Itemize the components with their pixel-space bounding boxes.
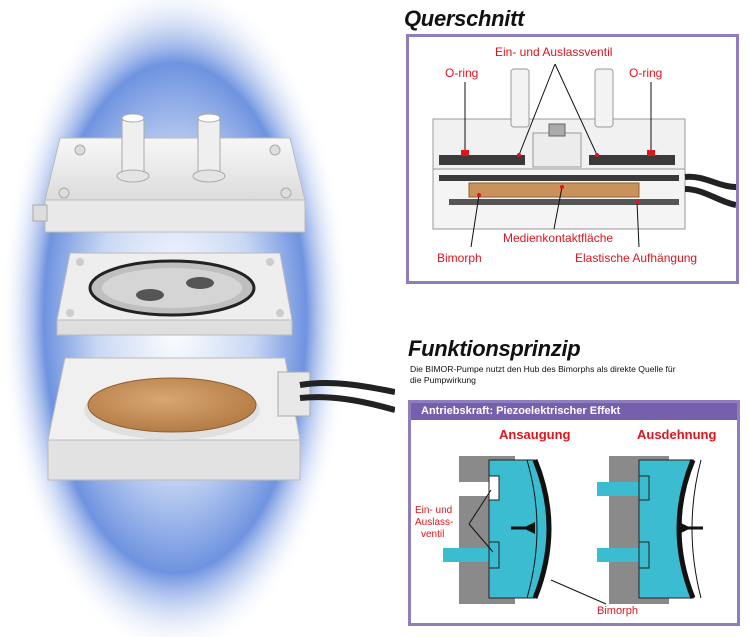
valve-label-3: ventil bbox=[421, 529, 445, 540]
valve-label-2: Auslass- bbox=[415, 517, 454, 528]
pump-bottom-housing bbox=[47, 357, 395, 481]
cross-section-frame: Ein- und Auslassventil O-ring O-ring Med… bbox=[406, 34, 739, 284]
function-frame: Antriebskraft: Piezoelektrischer Effekt bbox=[408, 400, 740, 626]
bimorph-label: Bimorph bbox=[437, 251, 482, 265]
suction-label: Ansaugung bbox=[499, 427, 571, 442]
function-diagram bbox=[443, 456, 707, 605]
exploded-pump-illustration bbox=[0, 0, 395, 637]
function-description-1: Die BIMOR-Pumpe nutzt den Hub des Bimorp… bbox=[410, 364, 676, 374]
oring-left-label: O-ring bbox=[445, 66, 479, 80]
function-title: Funktionsprinzip bbox=[408, 336, 581, 361]
valve-label: Ein- und Auslassventil bbox=[495, 45, 613, 59]
media-contact-label: Medienkontaktfläche bbox=[503, 231, 614, 245]
suction-diagram bbox=[443, 456, 552, 604]
oring-right-label: O-ring bbox=[629, 66, 663, 80]
valve-label-1: Ein- und bbox=[415, 505, 453, 516]
drive-force-banner: Antriebskraft: Piezoelektrischer Effekt bbox=[411, 403, 737, 420]
function-description-2: die Pumpwirkung bbox=[410, 375, 476, 385]
pump-top-cover bbox=[32, 113, 306, 233]
expansion-diagram bbox=[597, 456, 707, 604]
cross-section-title: Querschnitt bbox=[404, 6, 525, 31]
expansion-label: Ausdehnung bbox=[637, 427, 717, 442]
cross-section-drawing bbox=[432, 63, 736, 248]
bimorph-function-label: Bimorph bbox=[597, 605, 638, 617]
pump-middle-plate bbox=[56, 252, 293, 336]
suspension-label: Elastische Aufhängung bbox=[575, 251, 698, 265]
